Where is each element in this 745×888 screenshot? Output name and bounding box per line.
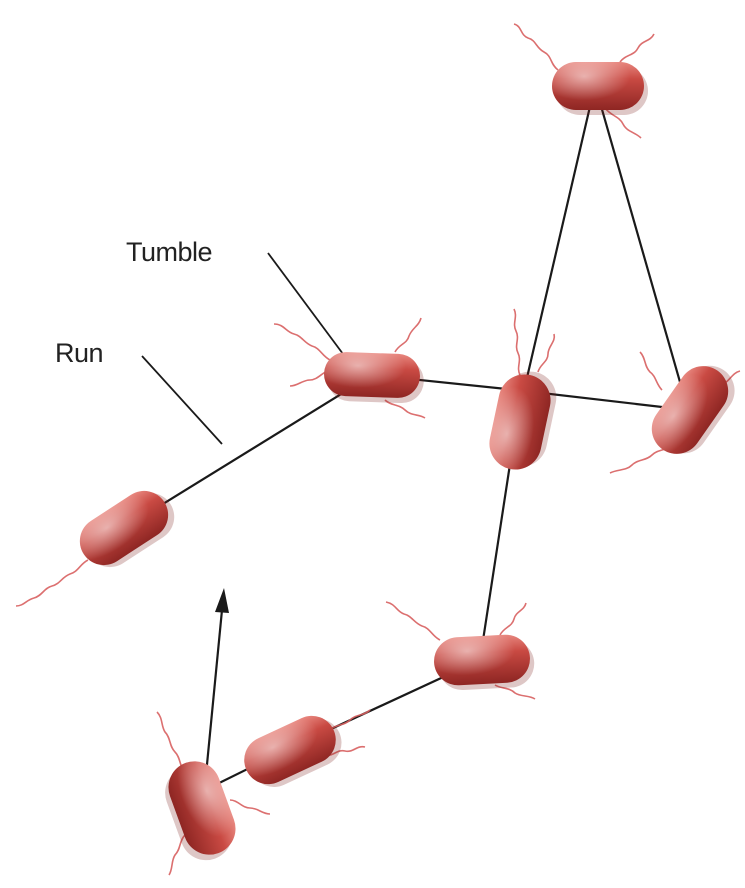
bacterium-cell-icon [642,353,744,466]
flagellum-icon [514,24,558,70]
flagellum-icon [500,603,526,635]
path-segment [595,85,688,410]
flagellum-icon [514,309,520,375]
flagellum-icon [157,712,185,772]
run-label: Run [55,338,103,369]
bacterium-cell-icon [156,754,244,867]
flagellum-icon [16,560,88,606]
flagellum-icon [274,324,330,360]
flagellum-icon [290,370,330,386]
bacterium-cell-icon [433,633,536,691]
bacterium-cell-icon [552,62,648,115]
bacterium-cell-icon [323,351,425,403]
run-leader-line [142,356,222,444]
bacterium-cell-icon [71,480,184,579]
tumble-label: Tumble [126,237,212,268]
flagellum-icon [230,800,270,814]
flagellum-icon [395,318,421,352]
flagellum-icon [538,334,554,372]
flagellum-icon [386,602,440,640]
direction-arrow-icon [205,588,229,785]
flagellum-icon [330,710,370,730]
flagellum-icon [640,352,662,390]
bacterium-cell-icon [236,706,349,796]
flagellum-icon [620,34,654,62]
run-paths [124,85,688,790]
flagella [16,24,740,875]
bacterium-cell-icon [485,366,562,476]
